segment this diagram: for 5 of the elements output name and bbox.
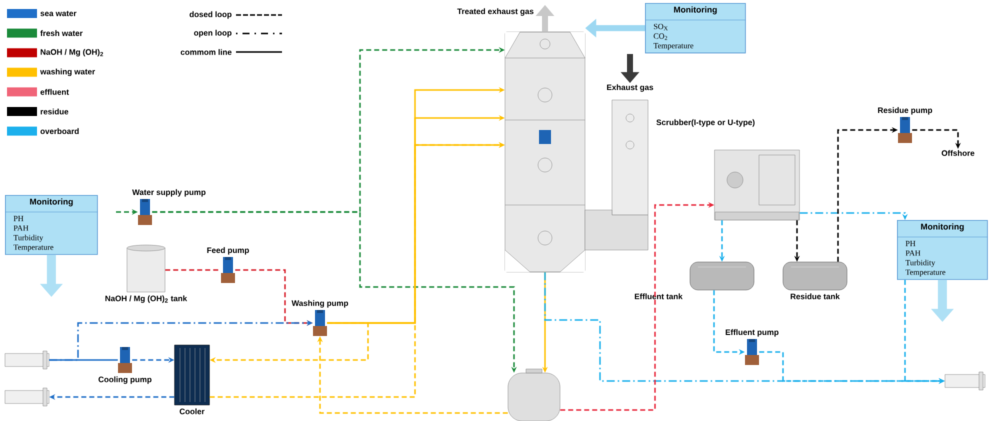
- pipe-stub: [944, 372, 986, 390]
- tank-drawing: [508, 368, 560, 421]
- separator-drawing: [714, 150, 800, 220]
- pipe-stub: [4, 350, 50, 370]
- pipe-stub: [4, 388, 50, 406]
